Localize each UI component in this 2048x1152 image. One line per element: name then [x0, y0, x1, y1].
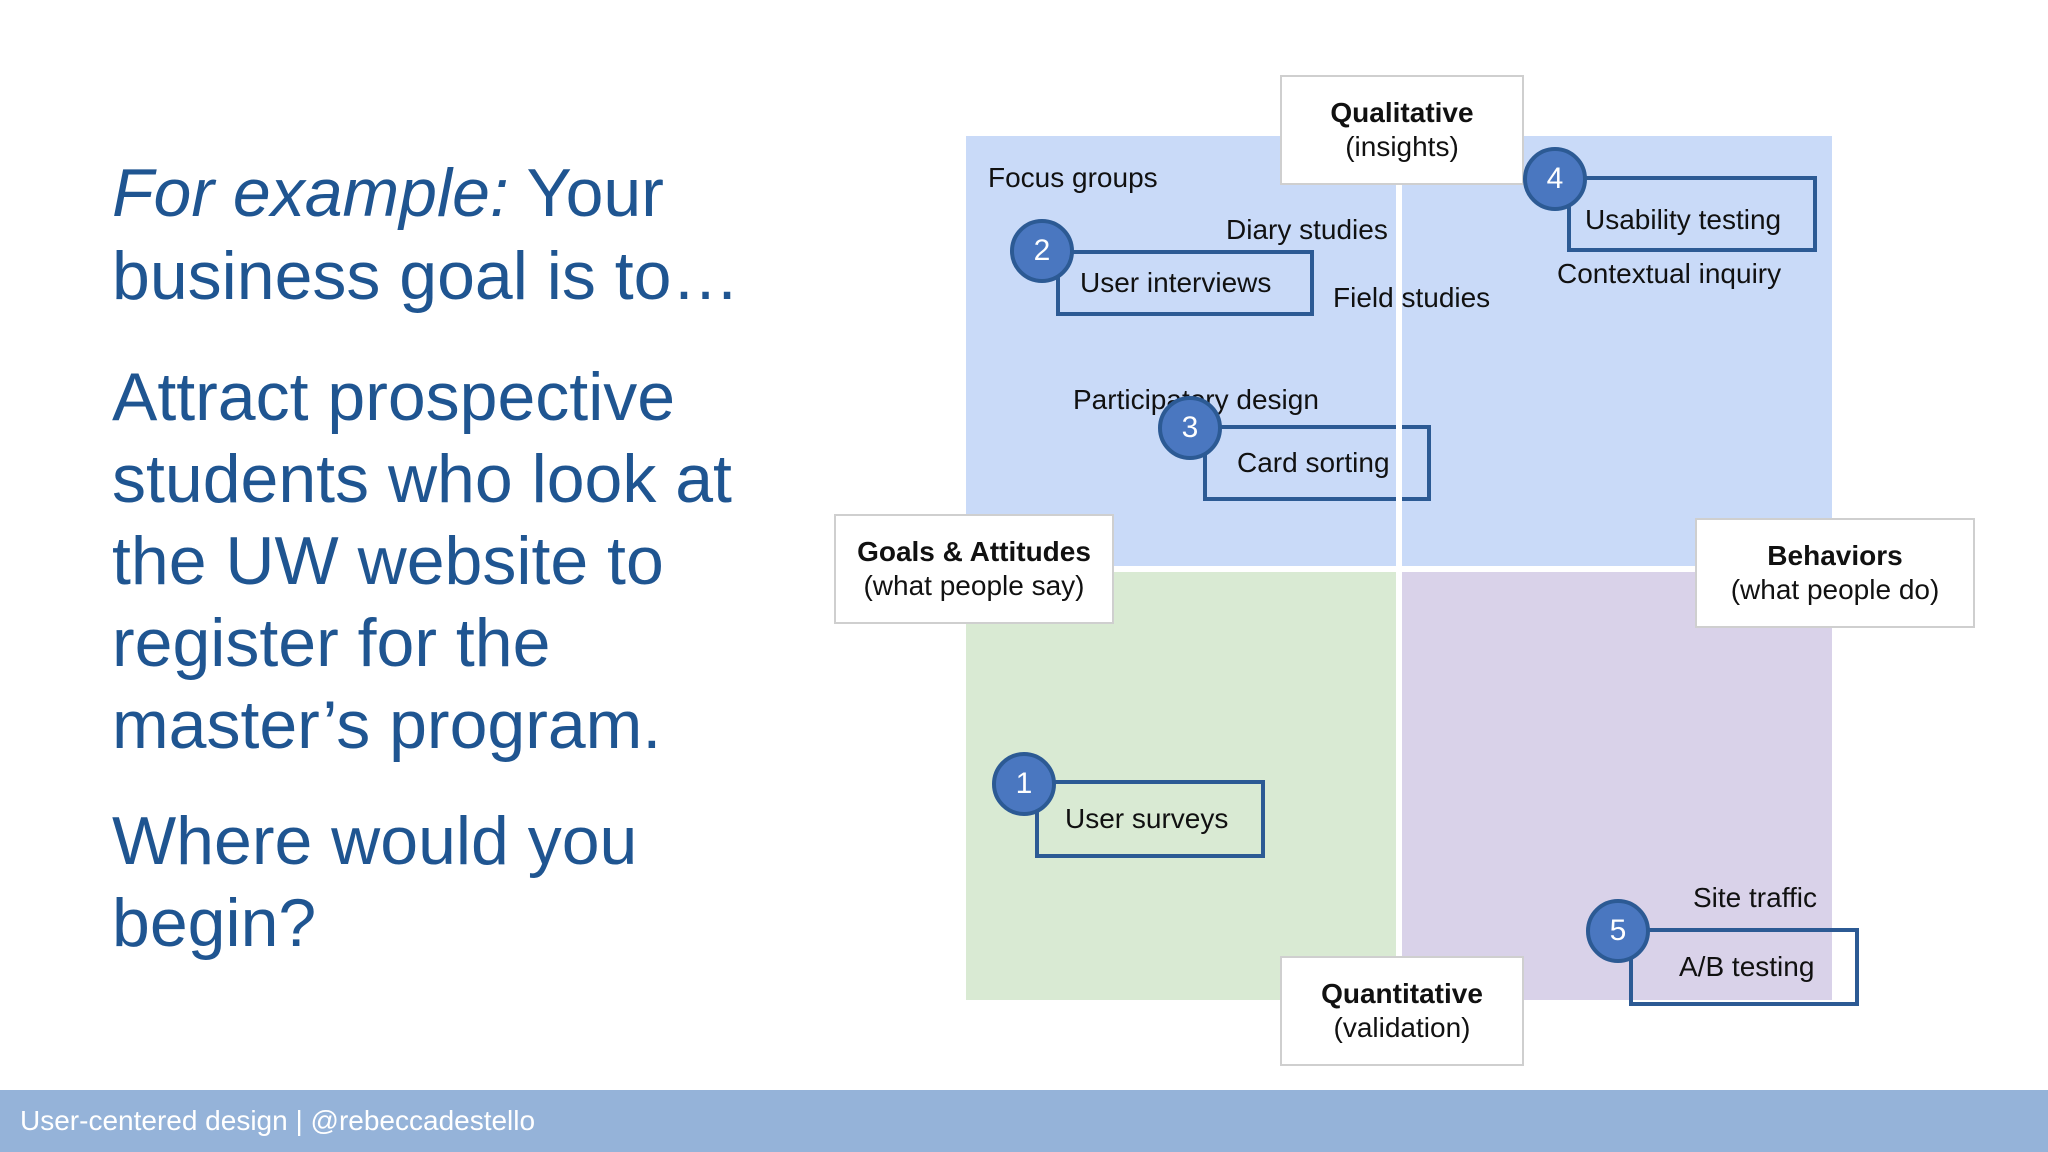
axis-subtitle: (validation) — [1333, 1012, 1471, 1043]
axis-label-behaviors: Behaviors (what people do) — [1695, 518, 1975, 628]
highlight-label: A/B testing — [1679, 951, 1815, 982]
axis-subtitle: (insights) — [1345, 131, 1459, 162]
step-number-circle: 2 — [1010, 219, 1074, 283]
heading-italic: For example: — [112, 155, 509, 231]
highlight-label: User surveys — [1065, 803, 1229, 834]
method-diary-studies: Diary studies — [1226, 214, 1388, 245]
step-number-circle: 1 — [992, 752, 1056, 816]
step-number-circle: 5 — [1586, 899, 1650, 963]
method-site-traffic: Site traffic — [1693, 882, 1817, 913]
highlight-user-interviews: User interviews — [1056, 250, 1314, 316]
method-focus-groups: Focus groups — [988, 162, 1158, 193]
horizontal-axis-line — [966, 566, 1832, 572]
axis-title: Qualitative — [1330, 97, 1474, 128]
axis-label-qualitative: Qualitative (insights) — [1280, 75, 1524, 185]
question-text: Where would you begin? — [112, 803, 638, 961]
business-goal-text: Attract prospective students who look at… — [112, 359, 732, 763]
quadrant-qualitative-behaviors — [1402, 136, 1832, 566]
axis-title: Behaviors — [1767, 540, 1903, 571]
highlight-label: Usability testing — [1585, 204, 1782, 235]
step-number-circle: 4 — [1523, 147, 1587, 211]
highlight-usability-testing: Usability testing — [1567, 176, 1817, 252]
slide-heading: For example: Your business goal is to… — [112, 152, 792, 318]
highlight-label: Card sorting — [1237, 447, 1390, 478]
quadrant-qualitative-attitudes — [966, 136, 1396, 566]
axis-title: Goals & Attitudes — [857, 536, 1091, 567]
axis-label-goals-attitudes: Goals & Attitudes (what people say) — [834, 514, 1114, 624]
axis-subtitle: (what people do) — [1730, 574, 1940, 605]
heading-rest: Your business goal is to… — [112, 155, 740, 314]
footer-text: User-centered design | @rebeccadestello — [20, 1105, 536, 1136]
method-field-studies: Field studies — [1333, 282, 1491, 313]
step-number-circle: 3 — [1158, 396, 1222, 460]
method-contextual-inquiry: Contextual inquiry — [1557, 258, 1782, 289]
axis-subtitle: (what people say) — [863, 570, 1085, 601]
highlight-card-sorting: Card sorting — [1203, 425, 1431, 501]
highlight-label: User interviews — [1080, 267, 1272, 298]
footer-bar: User-centered design | @rebeccadestello — [0, 1090, 2048, 1152]
axis-label-quantitative: Quantitative (validation) — [1280, 956, 1524, 1066]
highlight-user-surveys: User surveys — [1035, 780, 1265, 858]
axis-title: Quantitative — [1321, 978, 1483, 1009]
highlight-ab-testing: A/B testing — [1629, 928, 1859, 1006]
